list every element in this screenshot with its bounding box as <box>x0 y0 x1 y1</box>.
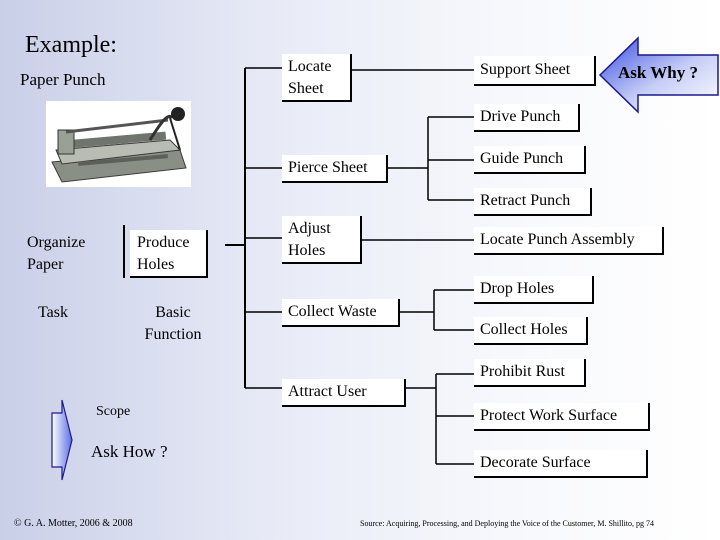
protect-work-surface-box: Protect Work Surface <box>474 403 650 431</box>
produce-holes-box: Produce Holes <box>130 230 208 278</box>
page-title: Example: <box>25 32 117 58</box>
prohibit-rust-box: Prohibit Rust <box>474 359 586 387</box>
drop-holes-box: Drop Holes <box>474 276 594 304</box>
ask-how-arrow <box>51 399 73 481</box>
paper-punch-image <box>46 101 191 187</box>
copyright-text: © G. A. Motter, 2006 & 2008 <box>14 518 133 529</box>
page-subtitle: Paper Punch <box>20 70 106 89</box>
basic-function-label: Basic Function <box>144 304 202 343</box>
ask-why-label: Ask Why ? <box>618 63 698 82</box>
adjust-holes-box: Adjust Holes <box>282 216 362 264</box>
ask-how-label: Ask How ? <box>91 442 168 461</box>
source-citation: Source: Acquiring, Processing, and Deplo… <box>360 519 655 528</box>
collect-holes-box: Collect Holes <box>474 317 588 345</box>
decorate-surface-box: Decorate Surface <box>474 450 648 478</box>
ask-why-arrow <box>598 36 719 114</box>
drive-punch-box: Drive Punch <box>474 104 580 132</box>
attract-user-box: Attract User <box>282 379 406 407</box>
pierce-sheet-box: Pierce Sheet <box>282 155 388 183</box>
locate-sheet-box: Locate Sheet <box>282 54 352 102</box>
collect-waste-box: Collect Waste <box>282 299 400 327</box>
guide-punch-box: Guide Punch <box>474 146 586 174</box>
retract-punch-box: Retract Punch <box>474 188 592 216</box>
support-sheet-box: Support Sheet <box>474 56 596 86</box>
task-label: Task <box>38 304 68 321</box>
scope-label: Scope <box>96 404 131 419</box>
locate-punch-assembly-box: Locate Punch Assembly <box>474 227 664 255</box>
organize-paper-label: Organize Paper <box>27 234 86 273</box>
